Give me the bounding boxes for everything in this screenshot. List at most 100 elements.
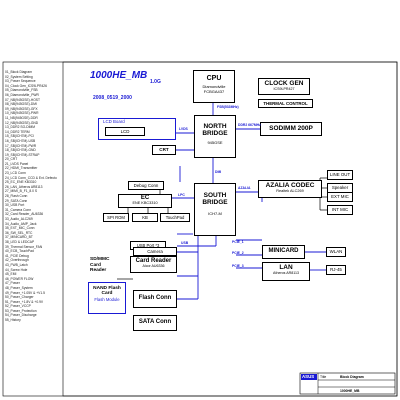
nand-flash-block: NAND Flash Card Flash Module <box>88 282 126 314</box>
clock-gen-chip: ICS9LPR427 <box>273 87 295 91</box>
index-list-item: 28_Flash Conn <box>5 194 28 199</box>
kb-label: KB <box>142 215 148 220</box>
clock-gen-label: CLOCK GEN <box>264 80 304 87</box>
lpc-bus-label: LPC <box>178 193 185 197</box>
index-list-item: 38_LED & LEDCAP <box>5 239 35 244</box>
int-mic-block: INT MIC <box>327 205 353 215</box>
crt-block: CRT <box>152 145 176 155</box>
azalia-codec-block: AZALIA CODEC Realtek ALC269 <box>258 180 322 198</box>
index-list-item: 11_NB(945GSE)-DDR <box>5 115 38 120</box>
card-reader-label: Card Reader <box>135 258 172 264</box>
minicard-label: MINICARD <box>268 248 299 254</box>
cpu-model: Diamondville <box>202 84 226 89</box>
ec-block: EC ENE KBC3310 <box>118 194 172 208</box>
ec-label: EC <box>140 195 150 201</box>
board-date: 2008_0519_2000 <box>93 95 132 101</box>
speaker-label: Speaker <box>331 185 349 190</box>
ext-mic-block: EXT MIC <box>327 192 353 202</box>
index-list-item: 22_HDMI_Transmitter <box>5 166 38 171</box>
index-list-item: 26_LAN_Atheros AR8113 <box>5 184 43 189</box>
wlan-block: WLAN <box>326 247 346 257</box>
nand-flash-label-2: Card <box>101 291 113 296</box>
index-list-item: 24_LCD Conn_CCD & Ext. Defecto <box>5 175 57 180</box>
pcie3-bus-label: PCIE_3 <box>232 264 244 268</box>
int-mic-label: INT MIC <box>331 207 349 212</box>
ext-mic-label: EXT MIC <box>331 194 349 199</box>
south-bridge-chip: ICH7-M <box>208 211 222 216</box>
thermal-control-label: THERMAL CONTROL <box>263 101 308 106</box>
card-reader-chip: Alcor AU6336 <box>142 264 165 268</box>
index-list-item: 21_LVDS Panel <box>5 161 29 166</box>
index-list-item: 54_Power_Discharge <box>5 313 37 318</box>
usb-bus-label: USB <box>181 241 189 245</box>
index-list-item: 19_SB(ICH7M)-STRAP <box>5 152 40 157</box>
azalia-codec-chip: Realtek ALC269 <box>276 189 304 193</box>
title-block-label: Title <box>320 375 327 379</box>
lan-label: LAN <box>279 264 293 271</box>
index-list-item: 08_NB(945GSE)-DMI <box>5 102 37 107</box>
sdmmc-label-2: Card <box>90 262 101 268</box>
index-list-item: 43_FWB_Latch <box>5 262 28 267</box>
title-block-model: 1000HE_MB <box>340 389 360 393</box>
index-list-item: 09_NB(945GSE)-GFX <box>5 106 38 111</box>
south-bridge-block: SOUTH BRIDGE ICH7-M <box>194 183 236 236</box>
asus-logo: ASUS <box>302 374 315 379</box>
lcd-panel-label: LCD <box>120 129 130 134</box>
azalia-bus-label: AZALIA <box>238 186 251 190</box>
index-list-item: 45_EMI <box>5 272 17 277</box>
index-list-item: 17_SB(ICH7M)-PWR <box>5 143 37 148</box>
camera-block: Camera <box>133 247 177 256</box>
thermal-control-block: THERMAL CONTROL <box>258 99 313 108</box>
crt-label: CRT <box>159 147 169 152</box>
cpu-block: CPU Diamondville FCBGA437 <box>193 70 235 103</box>
index-list-item: 10_NB(945GSE)-PWR <box>5 111 39 116</box>
sdmmc-label-group: SD/MMC Card Reader <box>90 257 120 274</box>
nand-flash-label-1: NAND Flash <box>93 286 121 291</box>
index-list-item: 12_NB(945GSE)-GND <box>5 120 39 125</box>
flash-conn-label: Flash Conn <box>138 295 172 301</box>
line-out-label: LINE OUT <box>329 172 351 177</box>
pcie2-bus-label: PCIE_2 <box>232 251 244 255</box>
fsb-bus-label: FSB(533MHz) <box>217 105 239 109</box>
sodimm-label: SODIMM 200P <box>269 125 313 132</box>
sodimm-block: SODIMM 200P <box>260 122 322 136</box>
minicard-block: MINICARD <box>262 245 305 259</box>
index-list-item: 29_SATA Conn <box>5 198 28 203</box>
index-list-item: 35_EXT_MIC_Conn <box>5 226 35 231</box>
flash-conn-block: Flash Conn <box>133 290 177 308</box>
north-bridge-label-2: BRIDGE <box>202 130 228 137</box>
index-list-item: 04_Clock Gen_ICS9LPR426 <box>5 83 47 88</box>
index-list-item: 27_MIMI_B_F1_8.0 S <box>5 189 38 194</box>
north-bridge-chip: 945GSE <box>207 140 223 145</box>
spi-rom-block: SPI ROM <box>103 213 129 222</box>
ddr-bus-label: DDR2 667MHz <box>238 123 261 127</box>
ec-chip: ENE KBC3310 <box>132 201 158 205</box>
index-list-item: 25_EC_ENE KB3310 <box>5 180 37 185</box>
south-bridge-label-2: BRIDGE <box>202 199 228 206</box>
pcie1-bus-label: PCIE_1 <box>232 240 244 244</box>
clock-gen-block: CLOCK GEN ICS9LPR427 <box>258 78 310 95</box>
south-bridge-label-1: SOUTH <box>203 192 227 199</box>
board-title: 1000HE_MB <box>90 70 148 81</box>
index-list-item: 40_ECB_TouchPad <box>5 249 34 254</box>
index-list-item: 20_CRT <box>5 157 18 162</box>
sdmmc-label-3: Reader <box>90 268 107 274</box>
index-list-item: 34_Audio_AMP_Jack <box>5 221 37 226</box>
index-list-item: 05_Diamondville_FSB <box>5 88 38 93</box>
debug-conn-block: Debug Conn <box>128 181 164 190</box>
index-list-item: 39_Thermal Sensor_FAN <box>5 244 43 249</box>
azalia-codec-label: AZALIA CODEC <box>265 182 315 189</box>
kb-block: KB <box>132 213 158 222</box>
spi-rom-label: SPI ROM <box>107 215 125 220</box>
sdmmc-label-1: SD/MMC <box>90 257 110 262</box>
index-list-item: 06_Diamondville_PWR <box>5 92 39 97</box>
index-list-item: 31_Camera Conn <box>5 207 32 212</box>
index-list-item: 53_Power_Protection <box>5 308 37 313</box>
camera-label: Camera <box>147 249 163 254</box>
lcd-board-block: LCD Board LCD <box>98 118 176 140</box>
index-list-item: 15_SB(ICH7M)-PCI <box>5 134 34 139</box>
index-list-item: 49_Power_+1.05V & +V1.5 <box>5 290 45 295</box>
